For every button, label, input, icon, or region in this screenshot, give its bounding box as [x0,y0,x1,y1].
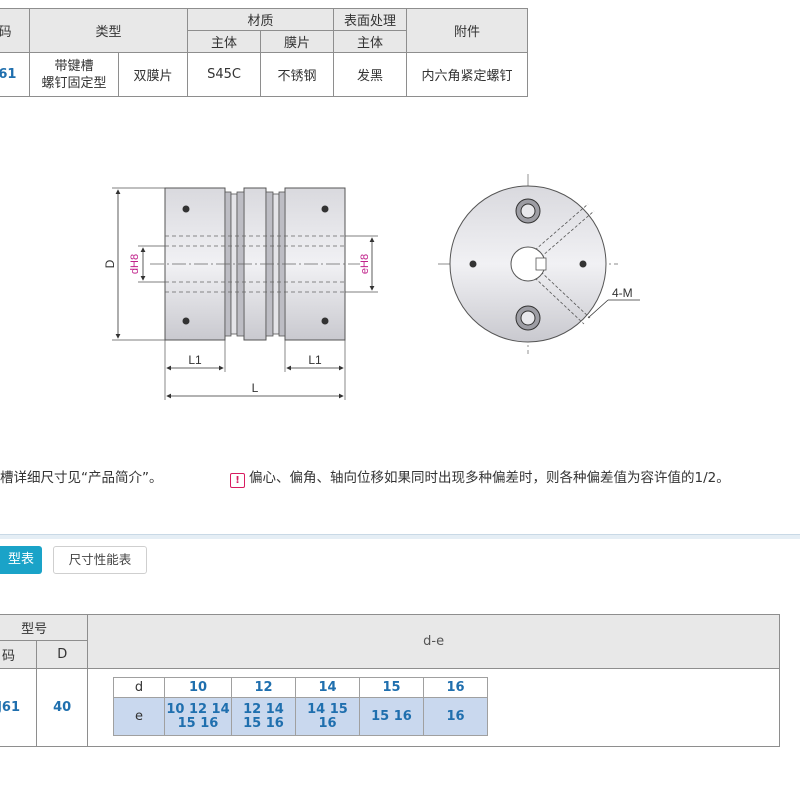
tab-dimension-table[interactable]: 尺寸性能表 [53,546,147,574]
model-table: 型号 d-e 码 D J61 40 [0,614,780,747]
model-header-D: D [36,640,89,669]
spec-surface-cell: 发黑 [333,52,407,97]
e-values-line2: 15 16 [243,715,284,731]
dim-e-label: eH8 [359,254,371,274]
tab-model-table[interactable]: 型表 [0,546,42,574]
spec-code-cell: J61 [0,52,30,97]
d-value: 10 [164,677,232,698]
e-label: e [113,697,165,736]
coupling-drawing: D dH8 eH8 L1 L1 L [103,174,640,400]
end-view: 4-M [438,174,640,354]
spec-accessory-cell: 内六角紧定螺钉 [406,52,528,97]
dim-L1-right-label: L1 [308,353,322,367]
spec-film-type-cell: 双膜片 [118,52,188,97]
spec-header-material-film: 膜片 [260,30,334,53]
dim-4M-label: 4-M [612,286,633,300]
socket-screw-icon [515,198,541,331]
d-value: 15 [359,677,424,698]
side-view: D dH8 eH8 L1 L1 L [103,187,378,400]
spec-film-material-cell: 不锈钢 [260,52,334,97]
screw-icon [182,205,329,325]
e-values-line1: 15 16 [371,708,412,724]
spec-header-code: 码 [0,8,30,53]
e-values: 15 16 [359,697,424,736]
model-code-cell: J61 [0,668,38,747]
spec-type-line2: 螺钉固定型 [41,75,107,91]
d-value: 14 [295,677,360,698]
e-values-line1: 14 15 16 [307,701,348,731]
spec-header-surface-body: 主体 [333,30,407,53]
note-keyway: 槽详细尺寸见“产品简介”。 [0,470,163,486]
d-value: 16 [423,677,488,698]
warning-icon: ! [230,473,245,488]
note-deviation: ! 偏心、偏角、轴向位移如果同时出现多种偏差时，则各种偏差值为容许值的1/2。 [230,466,730,488]
d-value: 12 [231,677,296,698]
model-D-cell: 40 [36,668,89,747]
dim-L-label: L [252,381,259,395]
e-values-line2: 15 16 [177,715,219,731]
model-header-code: 码 [0,640,38,669]
section-divider [0,534,800,539]
spec-header-type: 类型 [29,8,188,53]
dim-D-label: D [103,259,117,268]
spec-table: 码 类型 材质 表面处理 附件 主体 膜片 主体 J61 带键槽 螺钉固定型 双… [0,8,528,97]
e-values: 16 [423,697,488,736]
e-values-line1: 12 14 [243,701,284,717]
d-label: d [113,677,165,698]
spec-header-material: 材质 [187,8,334,31]
spec-type-line1: 带键槽 [54,58,94,74]
spec-header-material-body: 主体 [187,30,261,53]
model-header-model: 型号 [0,614,89,641]
dim-L1-left-label: L1 [188,353,202,367]
note-deviation-text: 偏心、偏角、轴向位移如果同时出现多种偏差时，则各种偏差值为容许值的1/2。 [249,470,730,486]
spec-type-cell: 带键槽 螺钉固定型 [29,52,119,97]
spec-body-material-cell: S45C [187,52,261,97]
spec-header-accessory: 附件 [406,8,528,53]
e-values-line1: 10 12 14 [166,701,230,717]
spec-header-surface: 表面处理 [333,8,407,31]
e-values: 14 15 16 [295,697,360,736]
dim-d-label: dH8 [129,254,141,274]
e-values-line1: 16 [446,708,465,724]
model-header-de: d-e [87,614,780,669]
